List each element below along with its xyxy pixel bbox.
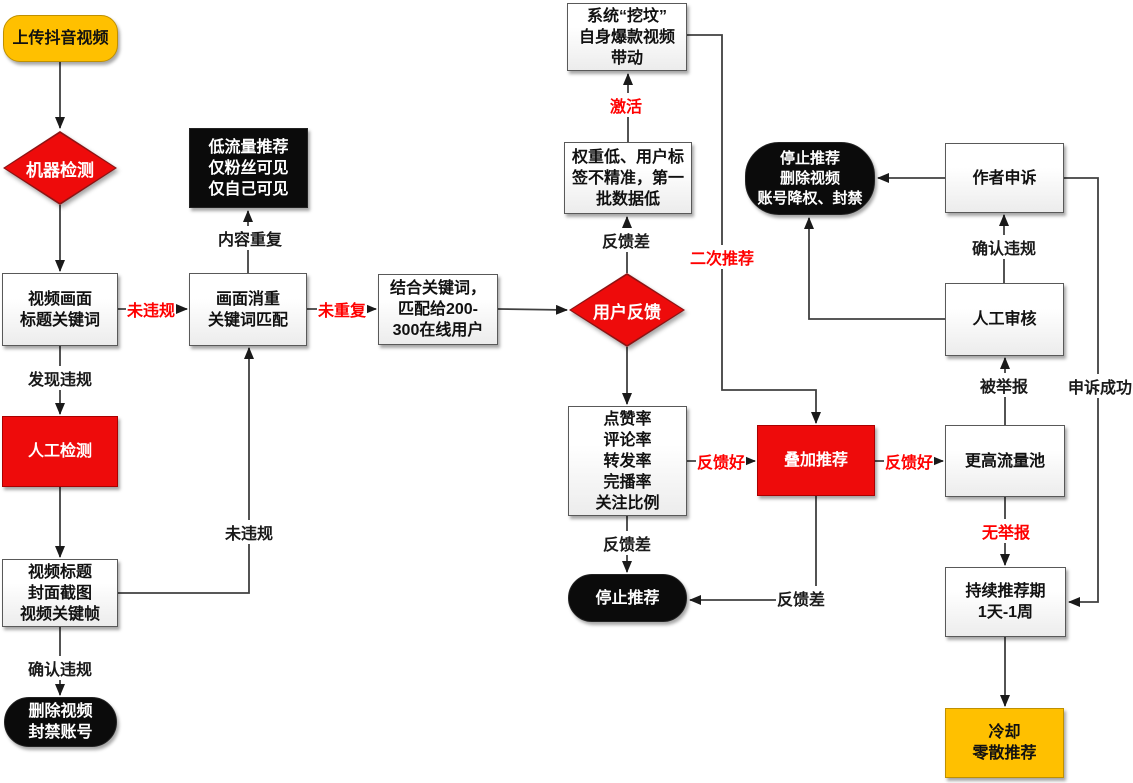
edge-label-no-dup: 未重复 [316,297,368,321]
node-user-feedback[interactable]: 用户反馈 [569,273,685,347]
node-sustain[interactable]: 持续推荐期 1天-1周 [945,567,1066,637]
node-stop-delete-ban[interactable]: 停止推荐 删除视频 账号降权、封禁 [745,142,875,215]
edge-stack-to-stoprec [689,496,817,605]
node-dedup-line1: 画面消重 [215,290,280,308]
node-stop-delete-ban-line1: 停止推荐 [779,149,840,167]
edge-titleframes-to-dedup [118,347,254,594]
node-video-frame-line2: 标题关键词 [19,311,100,329]
node-metrics-line5: 关注比例 [595,494,660,512]
node-machine-check-label: 机器检测 [26,160,94,180]
node-sustain-line2: 1天-1周 [977,604,1034,621]
node-title-frames-line3: 视频关键帧 [19,605,100,623]
edge-label-content-dup: 内容重复 [216,226,284,250]
node-low-traffic-line2: 仅粉丝可见 [208,159,289,177]
node-upload-label: 上传抖音视频 [12,30,109,47]
node-match-users-line3: 300在线用户 [392,322,484,339]
node-cooldown-line2: 零散推荐 [972,745,1037,762]
node-machine-check[interactable]: 机器检测 [3,131,117,205]
edge-label-feedback-bad-2: 反馈差 [601,531,653,555]
node-video-frame[interactable]: 视频画面 标题关键词 [2,273,118,346]
edge-label-reported: 被举报 [978,373,1030,397]
node-weight-low[interactable]: 权重低、用户标 签不精准，第一 批数据低 [564,142,692,214]
edge-label-feedback-bad-1: 反馈差 [600,228,652,252]
node-low-traffic-line3: 仅自己可见 [208,180,289,198]
edge-label-found-violation: 发现违规 [26,366,94,390]
node-metrics-line4: 完播率 [603,473,652,491]
node-higher-pool-label: 更高流量池 [964,452,1045,470]
node-cooldown[interactable]: 冷却 零散推荐 [945,708,1064,778]
edge-label-no-report: 无举报 [980,519,1032,543]
node-metrics-line1: 点赞率 [603,410,652,428]
node-metrics[interactable]: 点赞率 评论率 转发率 完播率 关注比例 [568,406,687,516]
node-metrics-line3: 转发率 [603,452,652,470]
node-dig-grave[interactable]: 系统“挖坟” 自身爆款视频 带动 [567,3,687,71]
node-stop-recommend[interactable]: 停止推荐 [568,574,687,622]
node-upload[interactable]: 上传抖音视频 [3,15,118,62]
edge-label-appeal-success: 申诉成功 [1066,374,1133,398]
node-dig-grave-line2: 自身爆款视频 [578,28,675,46]
node-cooldown-line1: 冷却 [988,724,1021,741]
node-higher-pool[interactable]: 更高流量池 [945,425,1065,497]
node-metrics-line2: 评论率 [603,431,652,449]
node-match-users[interactable]: 结合关键词， 匹配给200- 300在线用户 [378,274,498,345]
edge-label-feedback-bad-3: 反馈差 [775,586,827,610]
node-title-frames-line2: 封面截图 [27,584,92,602]
node-low-traffic-line1: 低流量推荐 [208,138,289,156]
edge-label-confirm-violation-2: 确认违规 [26,656,94,680]
node-user-feedback-label: 用户反馈 [593,302,661,322]
node-delete-ban-line1: 删除视频 [28,703,93,720]
node-match-users-line2: 匹配给200- [397,301,479,318]
node-video-frame-line1: 视频画面 [27,290,92,308]
node-dedup[interactable]: 画面消重 关键词匹配 [189,273,307,346]
edge-label-confirm-violation-1: 确认违规 [970,235,1038,259]
edge-label-second-recommend: 二次推荐 [688,245,756,269]
node-dig-grave-line3: 带动 [610,49,643,67]
node-manual-check[interactable]: 人工检测 [2,416,118,487]
node-author-appeal-label: 作者申诉 [972,169,1037,187]
edge-label-feedback-good-2: 反馈好 [883,449,935,473]
node-weight-low-line1: 权重低、用户标 [571,148,684,166]
node-stack-recommend[interactable]: 叠加推荐 [757,425,875,496]
node-manual-check-label: 人工检测 [27,443,92,460]
node-title-frames[interactable]: 视频标题 封面截图 视频关键帧 [2,559,118,627]
node-stop-delete-ban-line2: 删除视频 [779,169,840,187]
node-low-traffic[interactable]: 低流量推荐 仅粉丝可见 仅自己可见 [189,128,308,208]
node-dedup-line2: 关键词匹配 [207,311,288,329]
node-manual-review[interactable]: 人工审核 [945,283,1064,356]
edge-label-activate: 激活 [608,93,644,117]
node-manual-review-label: 人工审核 [972,311,1037,328]
node-delete-ban[interactable]: 删除视频 封禁账号 [4,697,117,747]
edge-diggrave-to-stack [687,34,821,424]
node-sustain-line1: 持续推荐期 [965,583,1046,600]
node-match-users-line1: 结合关键词， [389,280,486,297]
node-weight-low-line2: 签不精准，第一 [571,169,684,187]
node-dig-grave-line1: 系统“挖坟” [586,7,667,25]
node-stop-recommend-label: 停止推荐 [595,589,660,607]
node-stop-delete-ban-line3: 账号降权、封禁 [757,189,863,207]
node-delete-ban-line2: 封禁账号 [28,724,93,741]
node-weight-low-line3: 批数据低 [595,190,660,208]
edge-label-feedback-good-1: 反馈好 [695,449,747,473]
edge-review-to-stopdelete [804,217,945,320]
node-stack-recommend-label: 叠加推荐 [783,452,848,469]
node-title-frames-line1: 视频标题 [27,563,92,581]
edge-match-to-feedback [497,304,568,315]
edge-label-no-violation-1: 未违规 [125,297,177,321]
node-author-appeal[interactable]: 作者申诉 [945,143,1064,213]
edge-label-no-violation-2: 未违规 [223,520,275,544]
